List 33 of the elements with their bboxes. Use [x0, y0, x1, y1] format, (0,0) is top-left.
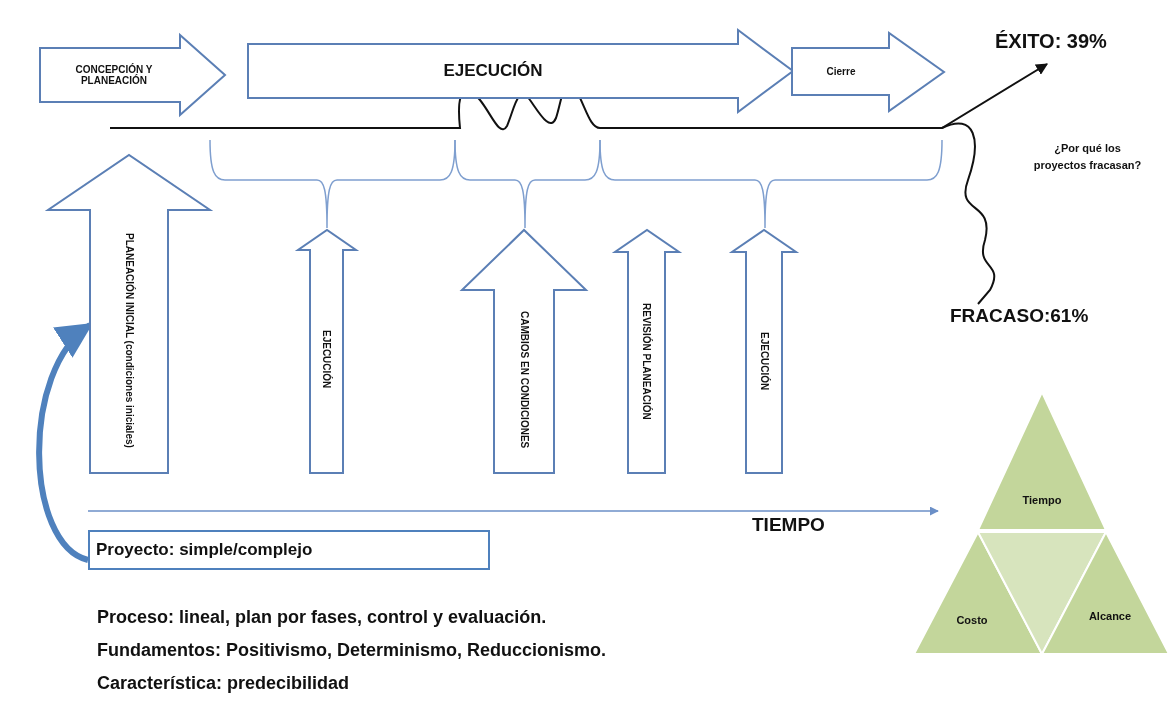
- triangle-segment: [914, 532, 1042, 654]
- arrow-label: REVISIÓN PLANEACIÓN: [640, 302, 654, 422]
- arrow-label: Cierre: [825, 64, 857, 79]
- wavy-line: [941, 122, 996, 305]
- up-arrow: [615, 230, 679, 473]
- arrow-label: CAMBIOS EN CONDICIONES: [517, 309, 531, 451]
- up-arrow: [298, 230, 356, 473]
- arrow-label: CONCEPCIÓN Y PLANEACIÓN: [74, 62, 154, 88]
- arrow-label: PLANEACIÓN INICIAL (condiciones iniciales): [122, 232, 137, 450]
- phase-block: [40, 35, 225, 115]
- box-label: Proyecto: simple/complejo: [96, 539, 314, 562]
- note-text: Proceso: lineal, plan por fases, control y evaluación.: [97, 607, 547, 628]
- up-arrow: [48, 155, 210, 473]
- project-box: [88, 530, 490, 570]
- phase-block: [248, 30, 793, 112]
- arrow: [109, 63, 1048, 131]
- arrow-label: EJECUCIÓN: [320, 329, 334, 391]
- up-arrow: [732, 230, 796, 473]
- triangle-segment: [1042, 532, 1169, 654]
- result-text: ÉXITO: 39%: [995, 30, 1155, 62]
- triangle-label: Tiempo: [1021, 492, 1063, 508]
- axis-label: TIEMPO: [752, 514, 825, 536]
- question-text: ¿Por qué los proyectos fracasan?: [1032, 141, 1143, 173]
- result-text: FRACASO:61%: [950, 305, 1120, 337]
- note-text: Fundamentos: Positivismo, Determinismo, Reduccionismo.: [97, 640, 607, 661]
- up-arrow: [462, 230, 586, 473]
- triangle-segment: [978, 392, 1106, 530]
- arrow-label: EJECUCIÓN: [757, 331, 772, 393]
- triangle-label: Alcance: [1087, 608, 1133, 624]
- triangle-label: Costo: [955, 612, 989, 628]
- note-text: Característica: predecibilidad: [97, 673, 350, 694]
- arrow-label: EJECUCIÓN: [442, 60, 544, 83]
- phase-block: [792, 33, 944, 111]
